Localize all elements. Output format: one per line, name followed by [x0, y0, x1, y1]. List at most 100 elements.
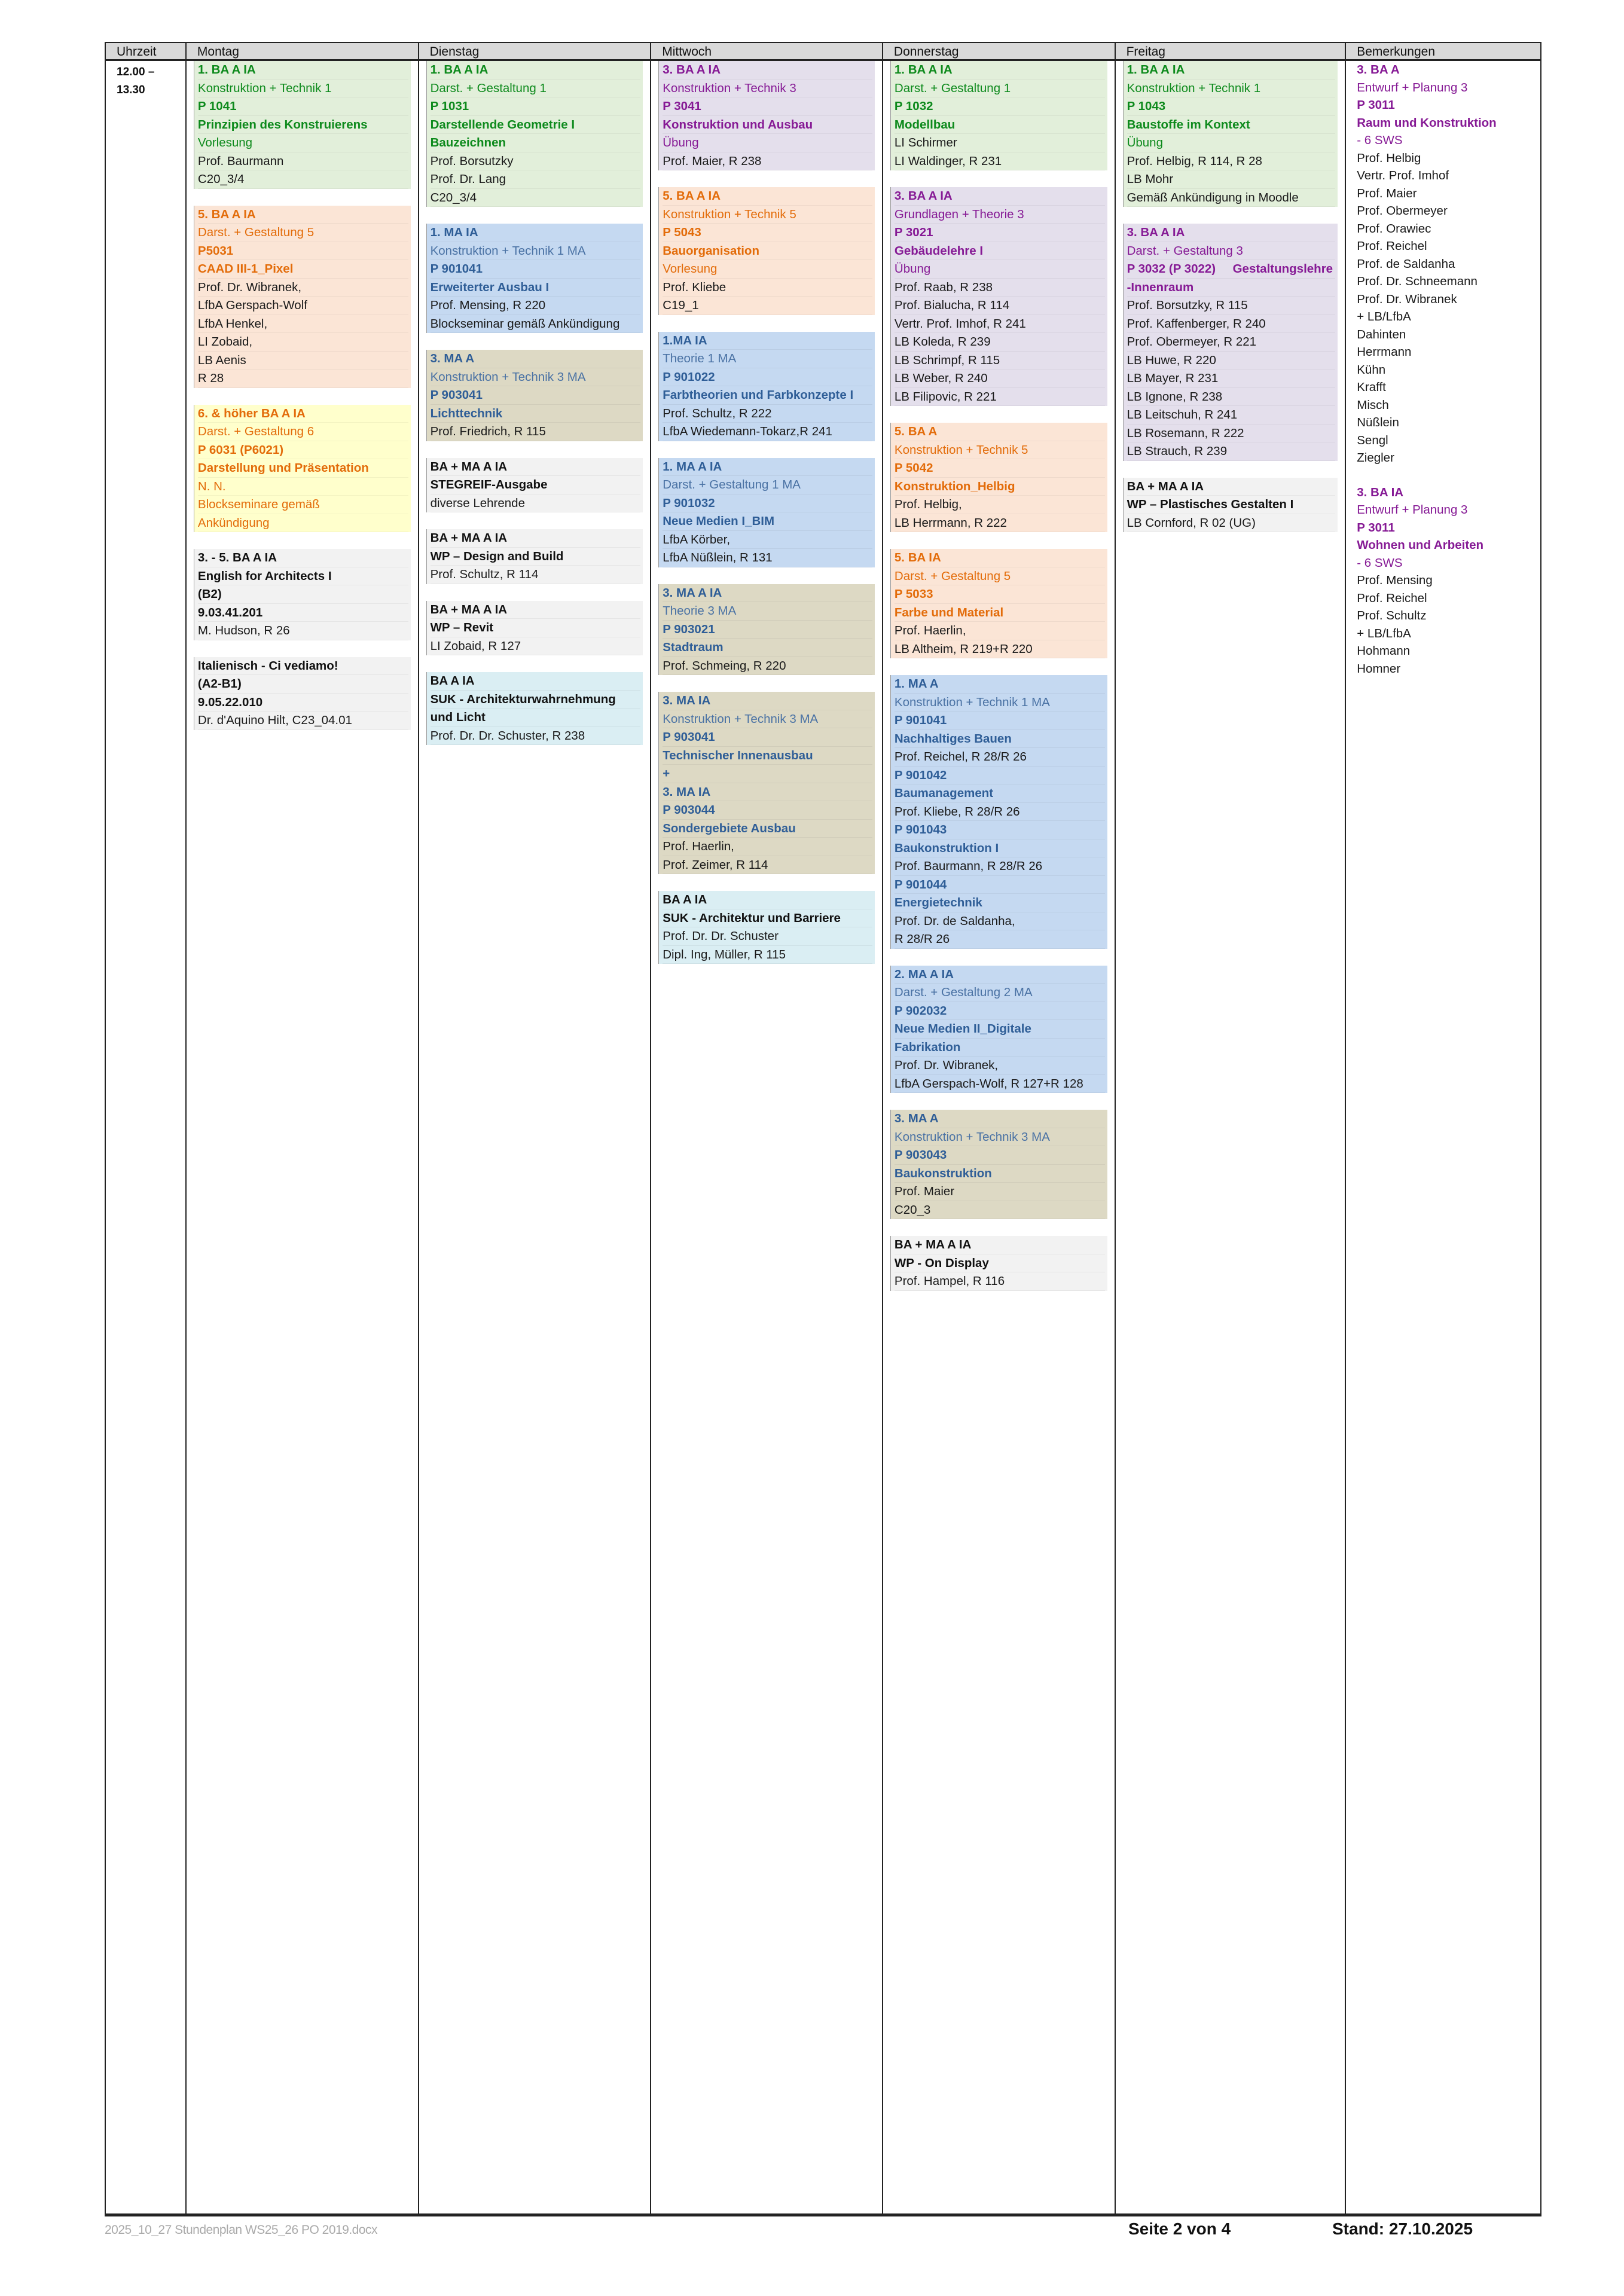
course-line: P 3032 (P 3022) Gestaltungslehre: [1127, 260, 1336, 279]
course-line: R 28/R 26: [894, 930, 1105, 949]
course-line: Darst. + Gestaltung 2 MA: [894, 984, 1105, 1002]
course-line: LfbA Nüßlein, R 131: [663, 549, 872, 567]
course-line: LI Zobaid, R 127: [430, 637, 641, 655]
course-line: P 901032: [663, 494, 872, 512]
course-line: Prof. Dr. Wibranek,: [197, 279, 408, 297]
course-line: English for Architects I: [197, 567, 408, 585]
course-line: Raum und Konstruktion: [1357, 115, 1497, 130]
course-line: Lichttechnik: [430, 405, 641, 423]
course-line: Prof. Obermeyer, R 221: [1127, 333, 1336, 352]
course-line: LB Mayer, R 231: [1127, 370, 1336, 388]
course-line: P 903021: [663, 621, 872, 639]
course-line: Darst. + Gestaltung 3: [1127, 242, 1336, 260]
course-line: Prof. Schultz, R 222: [663, 405, 872, 423]
course-line: P 901041: [430, 260, 641, 279]
course-line: Technischer Innenausbau: [663, 747, 872, 765]
course-line: Prof. Maier: [1357, 186, 1417, 200]
course-line: CAAD III-1_Pixel: [197, 260, 408, 279]
course-line: Konstruktion + Technik 5: [894, 441, 1105, 459]
course-line: 3. MA A IA: [663, 584, 872, 602]
course-line: Darstellende Geometrie I: [430, 116, 641, 134]
course-line: Italienisch - Ci vediamo!: [197, 657, 408, 675]
course-line: BA A IA: [663, 891, 872, 909]
course-line: Prof. Dr. Schneemann: [1357, 274, 1478, 288]
course-line: LB Altheim, R 219+R 220: [894, 640, 1105, 658]
course-line: Prof. Kliebe, R 28/R 26: [894, 803, 1105, 821]
course-line: Prof. Dr. Wibranek,: [894, 1057, 1105, 1075]
course-line: LB Herrmann, R 222: [894, 514, 1105, 532]
course-line: Nüßlein: [1357, 416, 1399, 429]
course-line: 1. MA IA: [430, 224, 641, 242]
course-line: P 902032: [894, 1002, 1105, 1020]
course-line: LB Aenis: [197, 352, 408, 370]
course-line: Prof. Schultz, R 114: [430, 566, 641, 584]
course-line: Prof. Orawiec: [1357, 221, 1431, 236]
course-line: P 1031: [430, 97, 641, 116]
course-line: Prof. Kaffenberger, R 240: [1127, 315, 1336, 333]
course-line: BA + MA A IA: [430, 601, 641, 619]
course-line: 3. BA A IA: [663, 61, 872, 80]
course-line: 3. - 5. BA A IA: [197, 549, 408, 567]
course-line: LB Leitschuh, R 241: [1127, 406, 1336, 425]
course-line: (A2-B1): [197, 675, 408, 694]
course-line: 5. BA A IA: [197, 206, 408, 224]
course-line: C19_1: [663, 297, 872, 315]
course-line: Prof. Baurmann, R 28/R 26: [894, 857, 1105, 876]
column-header-dienstag: Dienstag: [419, 43, 651, 61]
course-line: Konstruktion + Technik 3 MA: [894, 1128, 1105, 1146]
course-line: Vertr. Prof. Imhof: [1357, 169, 1449, 182]
course-line: 5. BA IA: [894, 549, 1105, 567]
course-line: LfbA Henkel,: [197, 315, 408, 333]
course-line: Prof. Maier, R 238: [663, 152, 872, 170]
course-line: Prof. Friedrich, R 115: [430, 423, 641, 441]
course-line: Prof. Mensing, R 220: [430, 297, 641, 315]
course-line: LB Mohr: [1127, 170, 1336, 189]
course-line: LI Zobaid,: [197, 333, 408, 352]
course-line: und Licht: [430, 709, 641, 727]
course-line: Erweiterter Ausbau I: [430, 279, 641, 297]
course-line: Prof. Helbig, R 114, R 28: [1127, 152, 1336, 170]
course-line: 3. BA A: [1357, 63, 1400, 77]
course-line: WP – Design and Build: [430, 548, 641, 566]
course-line: WP – Revit: [430, 619, 641, 637]
course-line: BA A IA: [430, 672, 641, 691]
footer-page-number: Seite 2 von 4: [1128, 2219, 1231, 2238]
course-line: Modellbau: [894, 116, 1105, 134]
course-line: Kühn: [1357, 362, 1386, 377]
course-line: Prof. Hampel, R 116: [894, 1272, 1105, 1291]
course-line: BA + MA A IA: [430, 458, 641, 476]
course-line: Prof. Schultz: [1357, 609, 1427, 622]
course-line: Prof. Dr. Dr. Schuster: [663, 927, 872, 946]
course-line: C20_3: [894, 1201, 1105, 1219]
course-line: STEGREIF-Ausgabe: [430, 476, 641, 494]
course-line: Bauzeichnen: [430, 134, 641, 152]
course-line: Übung: [1127, 134, 1336, 152]
course-line: 1. MA A IA: [663, 458, 872, 476]
course-line: BA + MA A IA: [430, 529, 641, 548]
course-line: P 903041: [430, 386, 641, 405]
course-line: 6. & höher BA A IA: [197, 405, 408, 423]
course-line: Konstruktion_Helbig: [894, 478, 1105, 496]
course-line: Prof. Reichel: [1357, 591, 1427, 605]
column-header-montag: Montag: [186, 43, 418, 61]
course-line: Konstruktion + Technik 1: [1127, 80, 1336, 97]
course-line: diverse Lehrende: [430, 494, 641, 512]
course-line: P 901043: [894, 821, 1105, 839]
course-line: SUK - Architektur und Barriere: [663, 909, 872, 927]
course-line: Prof. Dr. Lang: [430, 170, 641, 189]
course-line: Konstruktion und Ausbau: [663, 116, 872, 134]
course-line: Herrmann: [1357, 345, 1412, 359]
course-line: Prof. Helbig,: [894, 496, 1105, 514]
course-line: LB Schrimpf, R 115: [894, 352, 1105, 370]
